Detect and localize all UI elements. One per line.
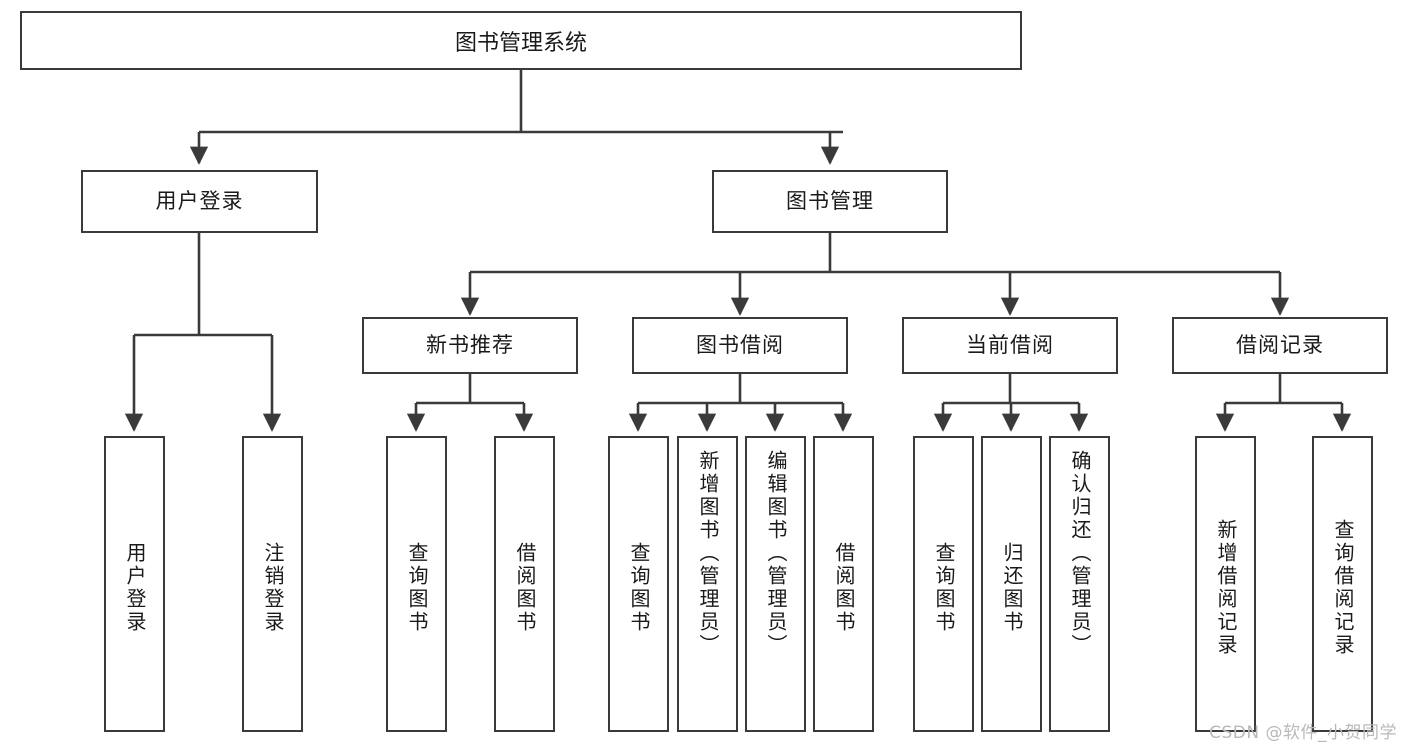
leaf-inner: 借阅图书 — [815, 446, 872, 730]
node-new-book-recommendation[interactable]: 新书推荐 — [362, 317, 578, 374]
node-label: 查询借阅记录 — [1331, 519, 1355, 657]
leaf-user-login[interactable]: 用户登录 — [104, 436, 165, 732]
node-label: 注销登录 — [261, 542, 285, 634]
leaf-inner: 借阅图书 — [496, 446, 553, 730]
node-label: 归还图书 — [1000, 542, 1024, 634]
node-label: 查询图书 — [932, 542, 956, 634]
node-label: 当前借阅 — [966, 332, 1054, 357]
node-label: 新增借阅记录 — [1214, 519, 1238, 657]
leaf-borrow-books-borrow[interactable]: 借阅图书 — [813, 436, 874, 732]
leaf-inner: 归还图书 — [983, 446, 1040, 730]
leaf-inner: 查询借阅记录 — [1314, 446, 1371, 730]
leaf-search-books-borrow[interactable]: 查询图书 — [608, 436, 669, 732]
node-label: 借阅图书 — [513, 542, 537, 634]
node-label: 确认归还（管理员） — [1068, 450, 1092, 657]
node-label: 用户登录 — [155, 188, 244, 213]
leaf-inner: 查询图书 — [388, 446, 445, 730]
leaf-inner: 注销登录 — [244, 446, 301, 730]
node-label: 编辑图书（管理员） — [764, 450, 788, 657]
node-label: 查询图书 — [627, 542, 651, 634]
watermark-text: CSDN @软件_小贺同学 — [1209, 723, 1397, 743]
node-label: 借阅记录 — [1236, 332, 1324, 357]
leaf-edit-book-admin[interactable]: 编辑图书（管理员） — [745, 436, 806, 732]
leaf-query-borrow-record[interactable]: 查询借阅记录 — [1312, 436, 1373, 732]
leaf-search-books-new[interactable]: 查询图书 — [386, 436, 447, 732]
leaf-inner: 查询图书 — [915, 446, 972, 730]
leaf-return-books[interactable]: 归还图书 — [981, 436, 1042, 732]
node-label: 图书管理系统 — [454, 30, 587, 56]
leaf-inner: 查询图书 — [610, 446, 667, 730]
leaf-inner: 新增图书（管理员） — [679, 446, 736, 730]
leaf-add-borrow-record[interactable]: 新增借阅记录 — [1195, 436, 1256, 732]
node-label: 图书管理 — [786, 188, 874, 213]
node-book-borrowing[interactable]: 图书借阅 — [632, 317, 848, 374]
leaf-logout[interactable]: 注销登录 — [242, 436, 303, 732]
node-label: 新增图书（管理员） — [696, 450, 720, 657]
node-user-login[interactable]: 用户登录 — [81, 170, 318, 233]
node-label: 借阅图书 — [832, 542, 856, 634]
node-borrowing-record[interactable]: 借阅记录 — [1172, 317, 1388, 374]
leaf-search-books-current[interactable]: 查询图书 — [913, 436, 974, 732]
node-label: 新书推荐 — [426, 332, 514, 357]
leaf-confirm-return-admin[interactable]: 确认归还（管理员） — [1049, 436, 1110, 732]
node-book-management[interactable]: 图书管理 — [712, 170, 948, 233]
leaf-inner: 确认归还（管理员） — [1051, 446, 1108, 730]
node-label: 图书借阅 — [696, 332, 784, 357]
leaf-add-book-admin[interactable]: 新增图书（管理员） — [677, 436, 738, 732]
node-root-book-management-system[interactable]: 图书管理系统 — [20, 11, 1022, 70]
leaf-borrow-books-new[interactable]: 借阅图书 — [494, 436, 555, 732]
node-current-borrowing[interactable]: 当前借阅 — [902, 317, 1118, 374]
leaf-inner: 新增借阅记录 — [1197, 446, 1254, 730]
node-label: 用户登录 — [123, 542, 147, 634]
leaf-inner: 编辑图书（管理员） — [747, 446, 804, 730]
node-label: 查询图书 — [405, 542, 429, 634]
leaf-inner: 用户登录 — [106, 446, 163, 730]
